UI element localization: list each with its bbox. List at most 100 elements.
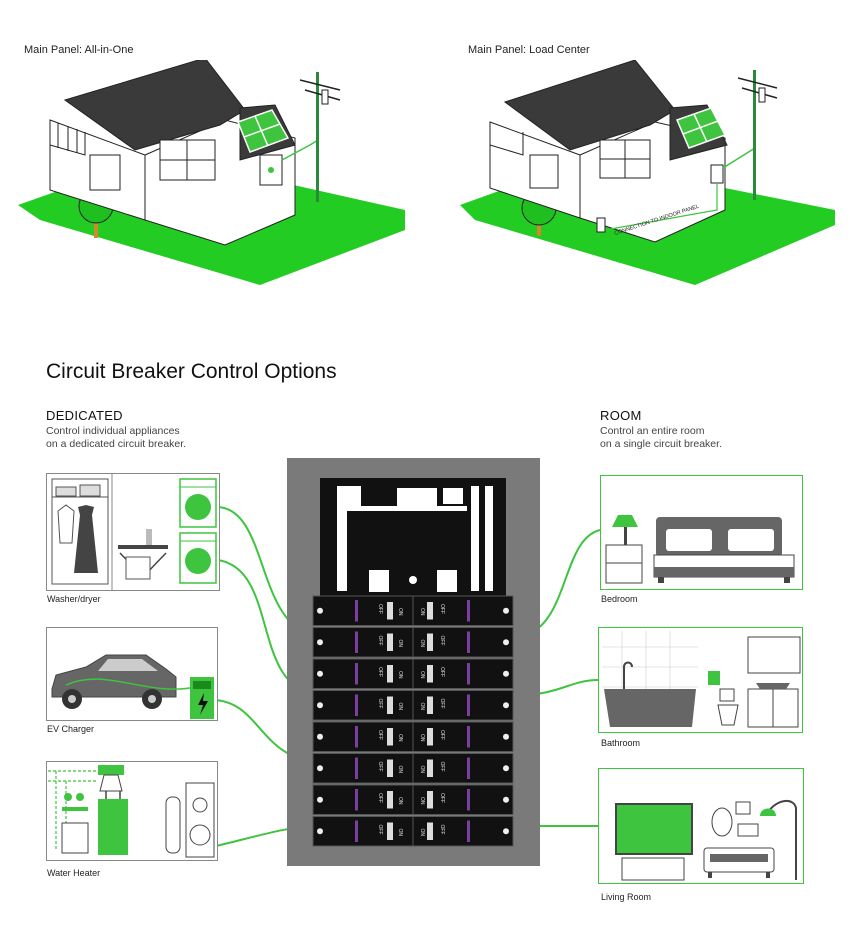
gas-cylinder xyxy=(165,796,181,854)
roof xyxy=(503,60,676,151)
breaker-switch[interactable] xyxy=(387,728,393,746)
breaker-on-label: ON xyxy=(419,671,425,679)
water-heater-tank xyxy=(98,799,128,855)
breaker-off-label: OFF xyxy=(439,730,445,740)
balcony xyxy=(489,122,524,156)
room-description: Control an entire room on a single circu… xyxy=(600,425,722,451)
breaker-switch[interactable] xyxy=(427,759,433,778)
breaker-on-label: ON xyxy=(397,766,403,774)
breaker-on-label: ON xyxy=(397,671,403,679)
breaker-off-label: OFF xyxy=(439,604,445,614)
breaker-switch[interactable] xyxy=(427,822,433,841)
living-room-label: Living Room xyxy=(601,892,652,902)
ev-charger-illustration xyxy=(46,627,218,721)
section-title: Circuit Breaker Control Options xyxy=(46,360,337,383)
side-window xyxy=(89,154,121,191)
bedroom-illustration xyxy=(600,475,803,590)
roof xyxy=(63,60,246,151)
breaker-on-label: ON xyxy=(397,829,403,837)
breaker-off-label: OFF xyxy=(439,699,445,709)
breaker-switch[interactable] xyxy=(427,696,433,715)
breaker-on-label: ON xyxy=(419,766,425,774)
bathroom-label: Bathroom xyxy=(601,738,641,748)
breaker-panel: ON OFF ON OFF ON OFF ON OFF ON OFF ON OFF ON OFF ON OFF… xyxy=(287,458,540,866)
room-title: ROOM xyxy=(600,408,642,423)
breaker-off-label: OFF xyxy=(377,604,383,614)
breaker-on-label: ON xyxy=(397,797,403,805)
breaker-switch[interactable] xyxy=(427,791,433,809)
tree-trunk xyxy=(94,210,98,238)
ev-charger-label: EV Charger xyxy=(47,724,95,734)
dedicated-title: DEDICATED xyxy=(46,408,123,423)
breaker-switch[interactable] xyxy=(427,633,433,652)
breaker-on-label: ON xyxy=(397,734,403,742)
breaker-off-label: OFF xyxy=(439,793,445,803)
bathroom-illustration xyxy=(598,627,803,733)
utility-pole xyxy=(316,72,319,202)
living-room-illustration xyxy=(598,768,804,884)
indoor-panel-box xyxy=(596,217,606,233)
dedicated-desc-line2: on a dedicated circuit breaker. xyxy=(46,438,187,450)
breaker-off-label: OFF xyxy=(377,825,383,835)
all-in-one-house-illustration xyxy=(18,60,405,285)
mirror xyxy=(711,807,733,837)
meter-box xyxy=(710,164,724,184)
bedroom-label: Bedroom xyxy=(601,594,638,604)
utility-pole xyxy=(753,70,756,200)
room-desc-line1: Control an entire room xyxy=(600,425,705,437)
breaker-switch[interactable] xyxy=(387,696,393,715)
dedicated-description: Control individual appliances on a dedic… xyxy=(46,425,186,451)
side-window xyxy=(529,154,559,189)
outlet-icon xyxy=(708,671,720,685)
breaker-switch[interactable] xyxy=(427,728,433,746)
dress-icon xyxy=(74,505,98,573)
breaker-on-label: ON xyxy=(397,640,403,648)
breaker-row: ON OFF ON OFF xyxy=(312,784,514,815)
breaker-switch[interactable] xyxy=(387,791,393,809)
breaker-off-label: OFF xyxy=(377,636,383,646)
breaker-off-label: OFF xyxy=(439,667,445,677)
water-heater-illustration xyxy=(46,761,218,861)
washer-dryer-label: Washer/dryer xyxy=(47,594,101,604)
breaker-on-label: ON xyxy=(419,797,425,805)
breaker-row: ON OFF ON OFF xyxy=(312,627,514,658)
bathtub xyxy=(604,689,696,727)
tv-stand xyxy=(621,857,685,881)
breaker-switch[interactable] xyxy=(387,759,393,778)
breaker-switch[interactable] xyxy=(387,665,393,683)
toilet xyxy=(719,688,735,702)
dedicated-desc-line1: Control individual appliances xyxy=(46,425,180,437)
room-desc-line2: on a single circuit breaker. xyxy=(600,438,722,450)
water-heater-label: Water Heater xyxy=(47,868,101,878)
breaker-on-label: ON xyxy=(419,703,425,711)
breaker-off-label: OFF xyxy=(377,667,383,677)
breaker-off-label: OFF xyxy=(439,636,445,646)
breaker-off-label: OFF xyxy=(439,825,445,835)
breaker-switch[interactable] xyxy=(387,822,393,841)
breaker-switch[interactable] xyxy=(387,633,393,652)
breaker-off-label: OFF xyxy=(377,699,383,709)
nightstand xyxy=(605,544,643,584)
load-center-house-illustration: CONNECTION TO INDOOR PANEL xyxy=(460,60,835,285)
breaker-off-label: OFF xyxy=(377,762,383,772)
breaker-off-label: OFF xyxy=(439,762,445,772)
breaker-switch[interactable] xyxy=(387,602,393,620)
breaker-switch[interactable] xyxy=(427,602,433,620)
breaker-row: ON OFF ON OFF xyxy=(312,658,514,689)
breaker-off-label: OFF xyxy=(377,793,383,803)
lamp-icon xyxy=(612,515,638,527)
breaker-on-label: ON xyxy=(397,703,403,711)
left-house-title: Main Panel: All-in-One xyxy=(24,44,134,56)
breaker-on-label: ON xyxy=(419,640,425,648)
breaker-on-label: ON xyxy=(419,608,425,616)
floor-lamp xyxy=(767,800,797,880)
breaker-switch[interactable] xyxy=(427,665,433,683)
breaker-on-label: ON xyxy=(419,829,425,837)
breaker-row: ON OFF ON OFF xyxy=(312,753,514,784)
washer-dryer-illustration xyxy=(46,473,220,591)
breaker-on-label: ON xyxy=(419,734,425,742)
lightning-icon xyxy=(198,693,208,715)
breaker-rows: ON OFF ON OFF ON OFF ON OFF ON OFF ON OFF ON OFF ON OFF… xyxy=(312,595,514,847)
lamp-shade-icon xyxy=(760,808,776,816)
